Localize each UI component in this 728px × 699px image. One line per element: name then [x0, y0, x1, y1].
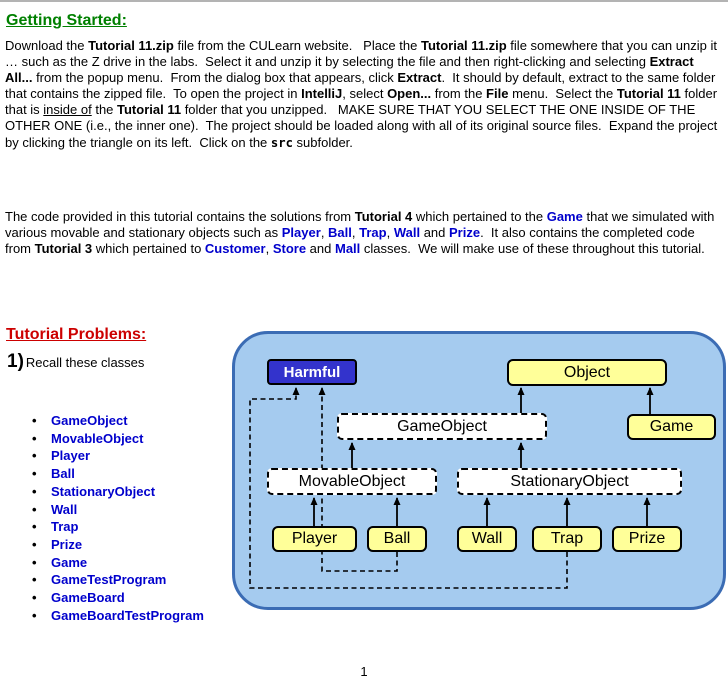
class-list: GameObjectMovableObjectPlayerBallStation… — [30, 412, 204, 624]
text-run: file somewhere that you can unzip it … s… — [5, 38, 721, 70]
text-run: Tutorial 11.zip — [88, 38, 174, 53]
text-run: Tutorial 11 — [117, 102, 182, 118]
getting-started-heading: Getting Started: — [6, 12, 127, 29]
text-run: from the — [431, 86, 487, 102]
text-run: File — [486, 86, 509, 102]
text-run: IntelliJ — [301, 86, 343, 102]
text-run: inside of — [43, 102, 92, 118]
text-run: Tutorial 11 — [616, 86, 681, 102]
page-number: 1 — [360, 664, 368, 679]
class-list-item: Player — [30, 447, 204, 465]
text-run: . It also contains the completed code fr… — [5, 225, 699, 257]
problem-1: 1) Recall these classes — [7, 351, 144, 373]
text-run: src — [270, 135, 293, 150]
text-run: Game — [546, 209, 583, 224]
text-run: folder that you unzipped. MAKE SURE THAT… — [5, 102, 721, 150]
diagram-node-stationaryobject: StationaryObject — [457, 468, 682, 495]
text-run: and — [306, 241, 335, 257]
text-run: menu. Select the — [508, 86, 617, 102]
class-list-item: StationaryObject — [30, 483, 204, 501]
diagram-node-ball: Ball — [367, 526, 427, 552]
class-list-item: GameObject — [30, 412, 204, 430]
text-run: , — [351, 225, 360, 241]
text-run: Prize — [449, 225, 481, 241]
text-run: Tutorial 4 — [354, 209, 413, 224]
diagram-node-gameobject: GameObject — [337, 413, 547, 440]
text-run: Extract All... — [5, 54, 697, 86]
class-list-item: MovableObject — [30, 430, 204, 448]
text-run: The code provided in this tutorial conta… — [5, 209, 355, 224]
text-run: classes. We will make use of these throu… — [360, 241, 705, 257]
text-run: Extract — [397, 70, 442, 86]
class-list-item: Trap — [30, 518, 204, 536]
text-run: subfolder. — [292, 134, 353, 150]
text-run: , — [320, 225, 329, 241]
text-run: Tutorial 3 — [34, 241, 93, 257]
class-list-item: GameBoard — [30, 589, 204, 607]
class-diagram-panel: Harmful Object GameObject Game MovableOb… — [232, 331, 726, 610]
class-list-item: GameTestProgram — [30, 571, 204, 589]
class-list-item: GameBoardTestProgram — [30, 607, 204, 625]
diagram-node-wall: Wall — [457, 526, 517, 552]
text-run: , — [386, 225, 394, 241]
text-run: . It should by default, extract to the s… — [5, 70, 719, 102]
text-run: , select — [342, 86, 388, 102]
diagram-node-player: Player — [272, 526, 357, 552]
text-run: Customer — [204, 241, 266, 257]
text-run: Wall — [393, 225, 421, 241]
text-run: Download the — [5, 38, 89, 53]
diagram-node-trap: Trap — [532, 526, 602, 552]
tutorial-problems-heading: Tutorial Problems: — [6, 326, 147, 343]
class-list-item: Wall — [30, 501, 204, 519]
text-run: from the popup menu. From the dialog box… — [32, 70, 398, 86]
text-run: which pertained to the — [412, 209, 547, 224]
text-run: that we simulated with various movable a… — [5, 209, 718, 241]
text-run: Store — [272, 241, 307, 257]
diagram-node-game: Game — [627, 414, 716, 440]
diagram-node-movableobject: MovableObject — [267, 468, 437, 495]
tutorial-code-paragraph: The code provided in this tutorial conta… — [5, 209, 724, 257]
text-run: Mall — [334, 241, 361, 257]
text-run: Open... — [387, 86, 432, 102]
diagram-node-harmful: Harmful — [267, 359, 357, 385]
text-run: which pertained to — [92, 241, 205, 257]
class-list-item: Ball — [30, 465, 204, 483]
text-run: and — [420, 225, 449, 241]
text-run: , — [265, 241, 273, 257]
diagram-node-prize: Prize — [612, 526, 682, 552]
text-run: Trap — [359, 225, 387, 241]
class-list-item: Prize — [30, 536, 204, 554]
getting-started-paragraph: Download the Tutorial 11.zip file from t… — [5, 38, 724, 151]
text-run: Tutorial 11.zip — [420, 38, 507, 53]
text-run: the — [91, 102, 118, 118]
class-list-item: Game — [30, 554, 204, 572]
text-run: Player — [281, 225, 321, 241]
page-top-rule — [0, 0, 728, 2]
diagram-node-object: Object — [507, 359, 667, 386]
text-run: Ball — [328, 225, 352, 241]
problem-1-text: Recall these classes — [25, 355, 145, 370]
text-run: folder that is — [5, 86, 721, 118]
problem-1-number: 1) — [7, 351, 24, 372]
text-run: file from the CULearn website. Place the — [173, 38, 421, 53]
